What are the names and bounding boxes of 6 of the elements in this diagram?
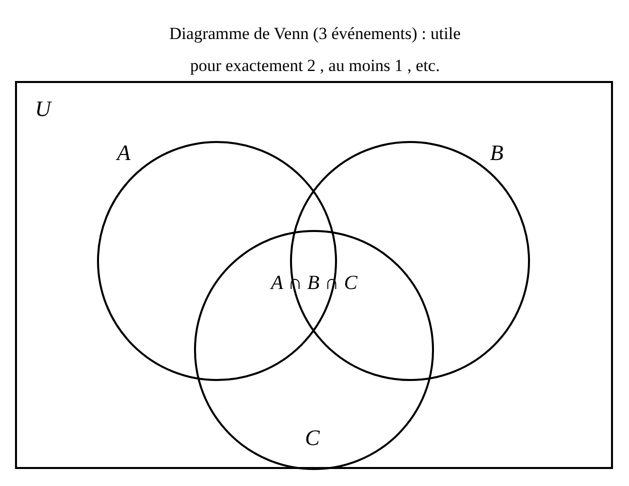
set-label: A (117, 141, 130, 165)
set-label: C (305, 426, 320, 450)
set-label: U (35, 97, 51, 121)
set-label: B (490, 141, 504, 165)
universe-rectangle (15, 81, 613, 469)
diagram-title: Diagramme de Venn (3 événements) : utile pour exactement 2 , au moins 1 , etc. (168, 23, 462, 77)
